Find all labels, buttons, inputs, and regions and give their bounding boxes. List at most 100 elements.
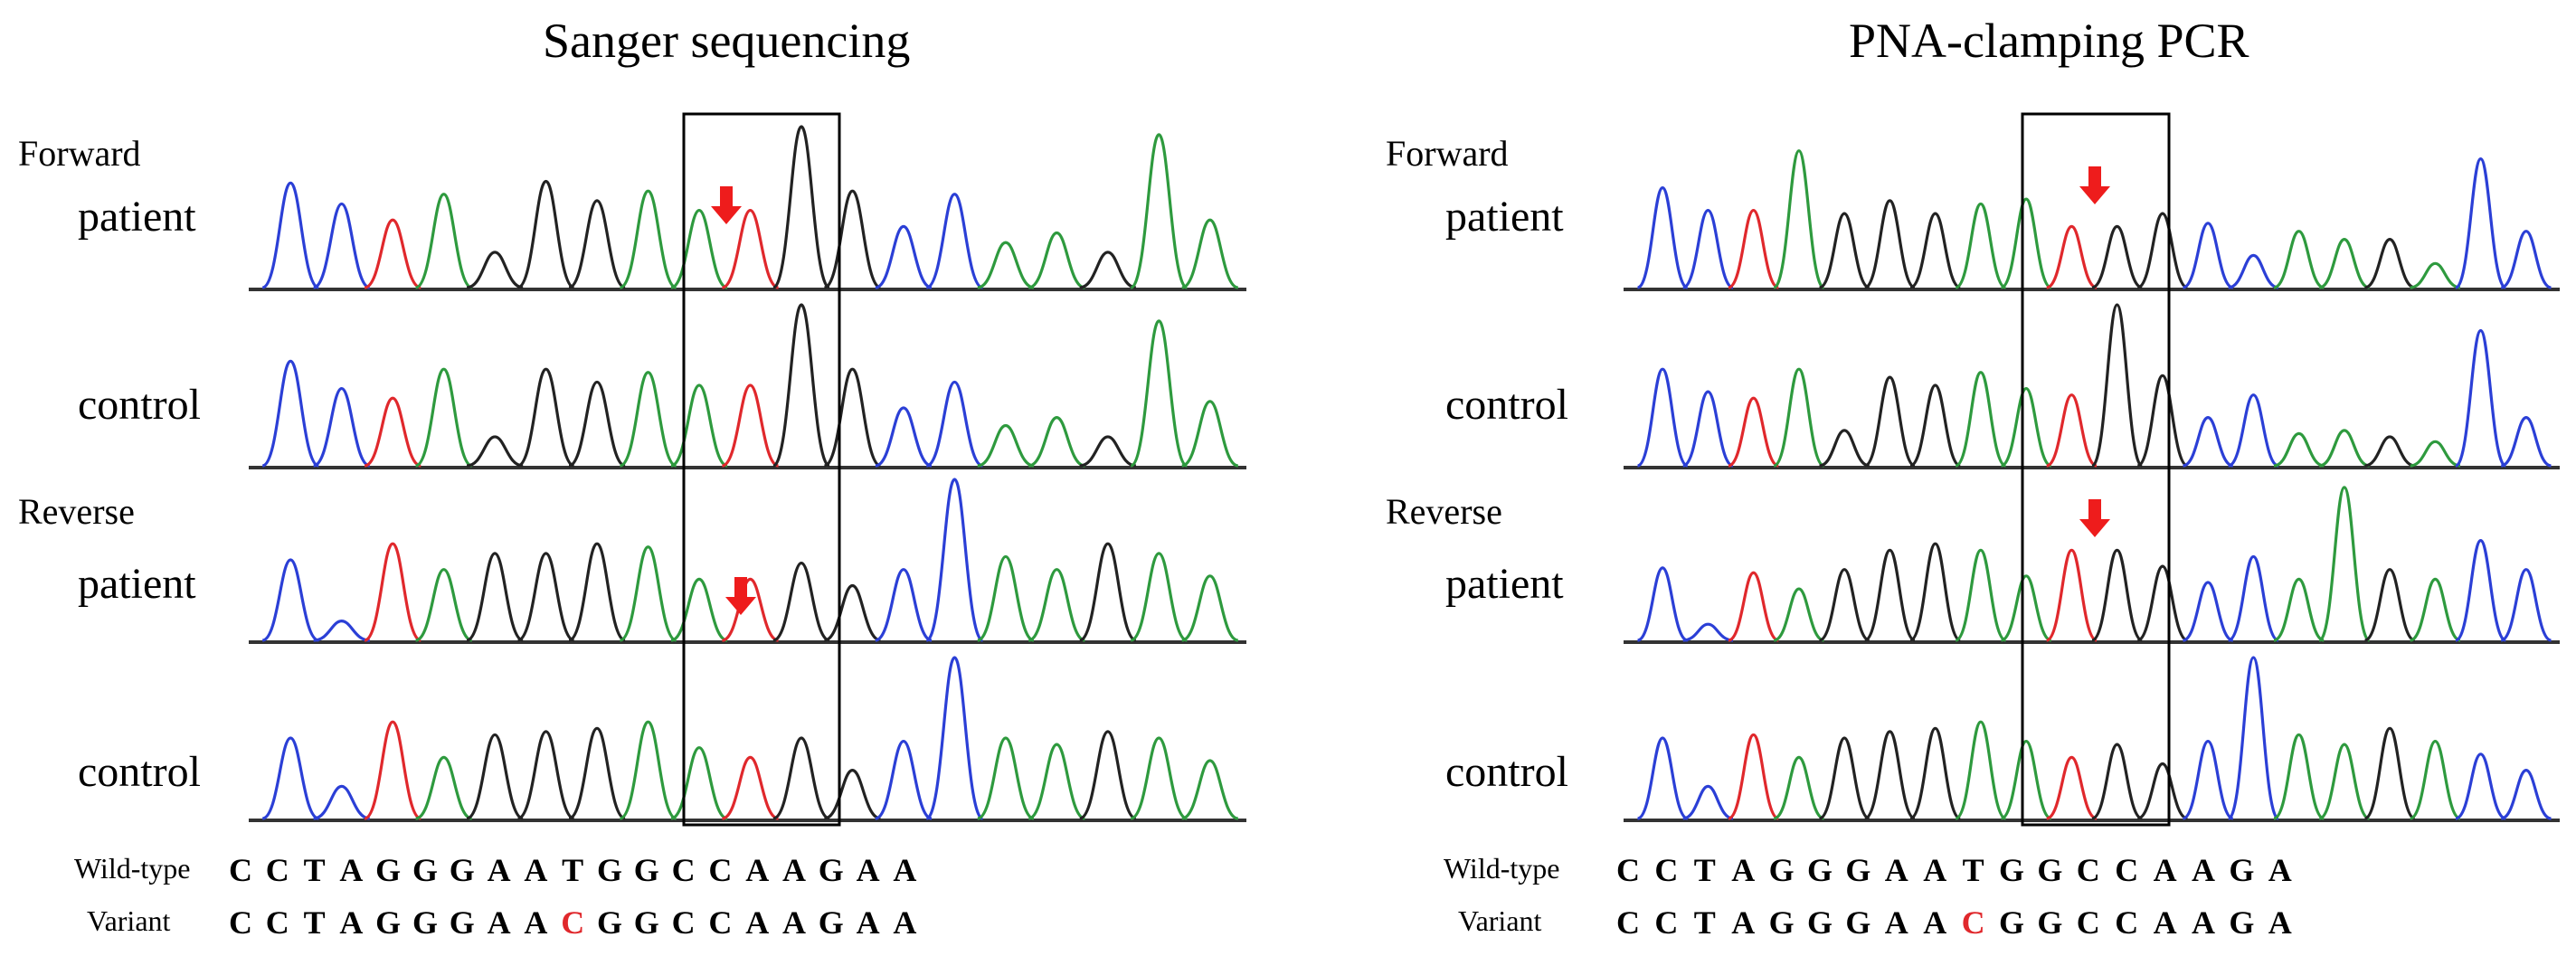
left-peak-1-12	[823, 189, 882, 289]
left-variant-base: C	[671, 904, 696, 941]
right-peak-3-7	[1909, 542, 1962, 642]
right-wild-type-base: C	[2076, 852, 2100, 888]
left-variant-base: G	[818, 904, 844, 941]
right-wild-type-base: A	[2268, 852, 2292, 888]
right-variant-base: C	[2076, 904, 2100, 941]
left-wild-type-base: G	[375, 852, 402, 888]
right-reverse-label: Reverse	[1386, 491, 1502, 532]
left-peak-3-2	[313, 620, 370, 642]
right-peak-4-4	[1773, 755, 1825, 820]
left-variant-base: A	[893, 904, 917, 941]
right-peak-2-10	[2046, 393, 2098, 468]
right-wild-type-base: G	[1768, 852, 1795, 888]
left-panel-title: Sanger sequencing	[543, 14, 911, 68]
left-peak-2-16	[1028, 416, 1085, 468]
left-peak-4-4	[415, 755, 473, 820]
right-peak-3-20	[2500, 568, 2552, 642]
left-peak-2-10	[721, 383, 780, 468]
left-wild-type-label: Wild-type	[74, 852, 191, 885]
left-forward-patient-label: patient	[78, 193, 196, 241]
left-peak-1-11	[772, 125, 830, 289]
right-peak-4-20	[2500, 769, 2552, 820]
left-variant-base: G	[449, 904, 475, 941]
right-peak-3-1	[1636, 566, 1689, 642]
right-peak-2-2	[1682, 390, 1734, 468]
right-peak-3-14	[2227, 554, 2279, 642]
right-wild-type-base: G	[2037, 852, 2063, 888]
left-peak-1-8	[619, 189, 677, 289]
right-peak-2-6	[1864, 375, 1916, 468]
left-wild-type-base: T	[303, 852, 326, 888]
left-peak-2-7	[568, 380, 626, 468]
right-forward-control-label: control	[1445, 381, 1568, 429]
right-forward-label: Forward	[1386, 133, 1509, 174]
left-peak-2-17	[1079, 435, 1137, 468]
left-peak-3-5	[466, 552, 524, 642]
left-peak-1-17	[1079, 251, 1137, 289]
right-variant-base: G	[1768, 904, 1795, 941]
right-peak-3-18	[2410, 577, 2461, 642]
left-peak-1-9	[670, 208, 728, 289]
right-peak-2-17	[2364, 435, 2416, 468]
right-variant-base: A	[1884, 904, 1908, 941]
right-reverse-arrow	[2079, 499, 2110, 537]
right-peak-1-8	[1955, 202, 2007, 289]
left-variant-base: C	[561, 904, 585, 941]
left-peak-2-8	[619, 371, 677, 468]
left-peak-4-9	[670, 746, 728, 820]
left-wild-type-base: C	[265, 852, 289, 888]
right-forward-patient-label: patient	[1445, 193, 1564, 241]
left-peak-4-15	[977, 736, 1035, 820]
right-peak-4-15	[2273, 733, 2325, 820]
right-forward-arrow	[2079, 166, 2110, 204]
left-peak-4-13	[875, 739, 933, 820]
right-peak-3-4	[1773, 587, 1825, 642]
left-peak-2-19	[1181, 400, 1239, 468]
left-peak-4-16	[1028, 743, 1086, 820]
left-wild-type-base: A	[487, 852, 511, 888]
left-wild-type-base: G	[818, 852, 844, 888]
left-variant-base: G	[375, 904, 402, 941]
right-peak-2-15	[2273, 431, 2325, 468]
left-peak-1-5	[466, 251, 524, 289]
left-peak-4-14	[925, 656, 984, 820]
left-peak-3-19	[1181, 574, 1239, 642]
left-wild-type-base: C	[671, 852, 696, 888]
right-peak-4-16	[2318, 743, 2371, 820]
left-variant-base: A	[782, 904, 806, 941]
left-peak-3-17	[1079, 542, 1137, 642]
left-peak-2-11	[772, 303, 830, 468]
right-wild-type-base: G	[1806, 852, 1833, 888]
left-peak-1-2	[312, 202, 371, 289]
left-wild-type-base: G	[412, 852, 438, 888]
right-wild-type-base: A	[1731, 852, 1756, 888]
right-variant-base: G	[2229, 904, 2255, 941]
right-peak-1-2	[1682, 208, 1734, 289]
left-wild-type-base: T	[562, 852, 584, 888]
right-wild-type-base: A	[2192, 852, 2215, 888]
left-peak-2-2	[313, 386, 371, 468]
left-peak-4-6	[516, 730, 575, 820]
left-reverse-control-label: control	[78, 748, 201, 796]
left-peak-3-6	[516, 552, 575, 642]
right-peak-4-3	[1728, 733, 1780, 820]
right-variant-base: A	[2268, 904, 2292, 941]
right-reverse-control-label: control	[1445, 748, 1568, 796]
right-variant-base: C	[1654, 904, 1679, 941]
right-peak-2-18	[2410, 440, 2461, 468]
right-variant-base: G	[1806, 904, 1833, 941]
left-peak-3-1	[261, 558, 319, 642]
right-variant-base: C	[2115, 904, 2139, 941]
right-peak-4-5	[1818, 736, 1870, 820]
left-wild-type-base: A	[524, 852, 548, 888]
right-peak-4-18	[2410, 739, 2461, 820]
right-peak-4-9	[2000, 739, 2052, 820]
left-reverse-patient-label: patient	[78, 560, 196, 608]
left-variant-base: T	[303, 904, 326, 941]
right-wild-type-base: A	[2153, 852, 2177, 888]
right-peak-2-19	[2455, 328, 2507, 468]
